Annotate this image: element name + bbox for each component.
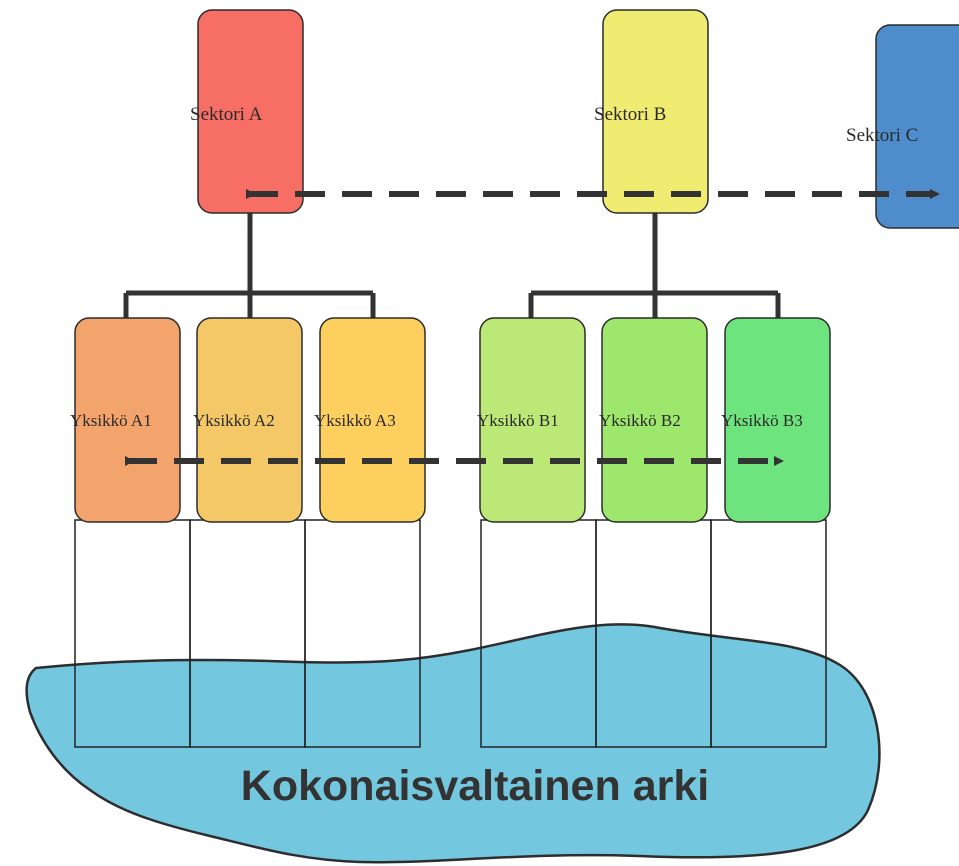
sector-b-box [602,9,709,214]
sector-c-label: Sektori C [846,125,918,146]
unit-a2-label: Yksikkö A2 [193,411,275,430]
sector-b-label: Sektori B [594,104,666,125]
unit-b2-box [601,317,708,523]
unit-b1-box [479,317,586,523]
unit-a1-box [74,317,181,523]
sector-a-box [197,9,304,214]
unit-a3-box [319,317,426,523]
tree-connectors [123,213,781,320]
everyday-life-label: Kokonaisvaltainen arki [241,762,709,810]
unit-a3-label: Yksikkö A3 [314,411,396,430]
unit-b2-label: Yksikkö B2 [599,411,681,430]
unit-b3-label: Yksikkö B3 [721,411,803,430]
unit-a1-label: Yksikkö A1 [70,411,152,430]
unit-a2-box [196,317,303,523]
unit-b1-label: Yksikkö B1 [477,411,559,430]
everyday-life-area [25,623,881,864]
sector-a-label: Sektori A [190,104,263,125]
unit-b3-box [724,317,831,523]
sector-c-box [875,24,959,229]
